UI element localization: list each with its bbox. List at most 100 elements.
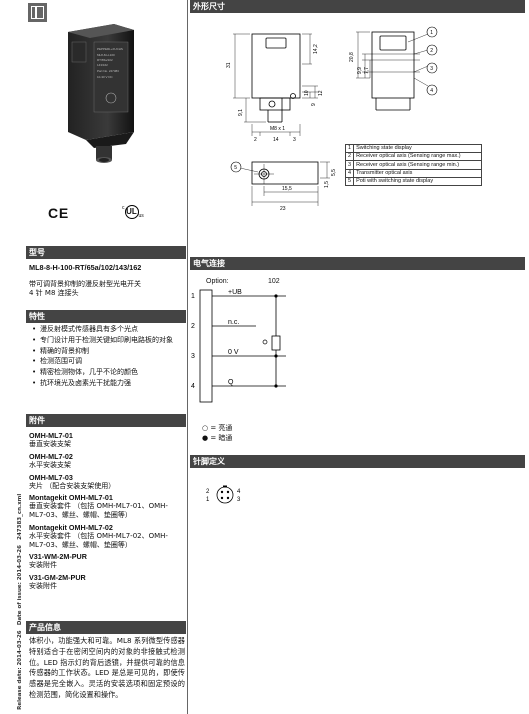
pinout-header: 针脚定义 bbox=[190, 455, 525, 468]
legend-number: 5 bbox=[344, 176, 355, 186]
features-header: 特性 bbox=[26, 310, 186, 323]
pin-3-number: 3 bbox=[191, 353, 195, 360]
dim-1-5: 1,5 bbox=[324, 181, 330, 188]
accessory-description: 夹片 （配合安装支架使用） bbox=[29, 481, 116, 490]
svg-text:RT/65a/102: RT/65a/102 bbox=[97, 58, 113, 62]
option-label: Option: bbox=[206, 278, 229, 285]
dim-9-9: 9,9 bbox=[357, 67, 363, 74]
pin-4-number: 4 bbox=[191, 383, 195, 390]
pinout-pin-1: 1 bbox=[206, 497, 210, 503]
accessory-description: 安装附件 bbox=[29, 561, 57, 570]
dim-7-7: 7,7 bbox=[364, 67, 370, 74]
model-number: ML8-8-H-100-RT/65a/102/143/162 bbox=[29, 263, 142, 272]
ce-mark: C E bbox=[48, 205, 68, 221]
dim-9: 9 bbox=[311, 103, 317, 106]
model-header: 型号 bbox=[26, 246, 186, 259]
accessories-header: 附件 bbox=[26, 414, 186, 427]
file-name: 247383_cn.xml bbox=[17, 493, 24, 540]
product-photo: PEPPERL+FUCHS ML8-8-H-100 RT/65a/102 143… bbox=[68, 24, 134, 163]
right-column: 外形尺寸 bbox=[190, 0, 525, 714]
accessory-description: 安装附件 bbox=[29, 582, 57, 590]
legend-dark-on: ● = 暗通 bbox=[202, 434, 233, 442]
legend-text: Receiver optical axis (Sensing range min… bbox=[353, 160, 483, 170]
feature-item: 精确的背景抑制 bbox=[30, 347, 188, 356]
legend-number: 3 bbox=[344, 160, 355, 170]
features-list: 漫反射模式传感器具有多个光点专门设计用于检测关键如印刷电路板的对象精确的背景抑制… bbox=[30, 325, 188, 390]
legend-number: 2 bbox=[344, 152, 355, 162]
column-divider bbox=[187, 0, 188, 714]
release-date: Release date: 2014-03-26 bbox=[17, 630, 24, 710]
svg-text:143/162: 143/162 bbox=[97, 63, 108, 67]
dimension-drawing: 31 14,2 12 10 9 9,1 M8 x 1 2 14 3 bbox=[226, 26, 438, 212]
accessory-code: OMH-ML7-03 bbox=[29, 472, 73, 482]
dim-2: 2 bbox=[254, 137, 257, 143]
dim-3: 3 bbox=[293, 137, 296, 143]
legend-number: 4 bbox=[344, 168, 355, 178]
company-logo bbox=[28, 3, 47, 22]
pinout-pin-4: 4 bbox=[237, 489, 241, 495]
product-info-text: 体积小，功能强大和可靠。ML8 系列微型传感器特别适合于在密闭空间内的对象的非接… bbox=[29, 636, 185, 699]
dim-23: 23 bbox=[280, 206, 286, 212]
accessory-code: OMH-ML7-01 bbox=[29, 431, 73, 440]
svg-text:Part No. 247383: Part No. 247383 bbox=[97, 69, 119, 73]
dimensions-header: 外形尺寸 bbox=[190, 0, 525, 13]
pin-1-label: +UB bbox=[228, 289, 242, 296]
accessory-description: 水平安装支架 bbox=[29, 460, 71, 469]
accessory-code: V31-GM-2M-PUR bbox=[29, 573, 86, 582]
dim-14-2: 14,2 bbox=[313, 44, 319, 54]
feature-item: 漫反射模式传感器具有多个光点 bbox=[30, 325, 188, 334]
legend-text: Switching state display bbox=[353, 143, 483, 154]
issue-date: Date of issue: 2014-03-26 bbox=[17, 545, 24, 626]
dim-15-5: 15,5 bbox=[282, 186, 292, 192]
accessory-code: Montagekit OMH-ML7-02 bbox=[29, 522, 113, 532]
accessory-description: 水平安装套件 （包括 OMH-ML7-02、OMH-ML7-03、螺丝、螺帽、垫… bbox=[29, 531, 168, 549]
callout-5: 5 bbox=[234, 165, 237, 171]
pin-1-number: 1 bbox=[191, 293, 195, 300]
pin-2-label: n.c. bbox=[228, 319, 239, 326]
legend-number: 1 bbox=[344, 143, 355, 154]
pin-4-label: Q bbox=[228, 379, 234, 386]
pinout-pin-3: 3 bbox=[237, 497, 241, 503]
svg-text:ML8-8-H-100: ML8-8-H-100 bbox=[97, 53, 115, 57]
callout-1: 1 bbox=[430, 30, 433, 36]
callout-4: 4 bbox=[430, 88, 433, 94]
feature-item: 精密检测物体，几乎不论的颜色 bbox=[30, 368, 188, 377]
product-info-header: 产品信息 bbox=[26, 621, 186, 634]
feature-item: 抗环境光及卤素光干扰能力强 bbox=[30, 379, 188, 388]
left-column: PEPPERL+FUCHS ML8-8-H-100 RT/65a/102 143… bbox=[26, 0, 186, 714]
electrical-header: 电气连接 bbox=[190, 257, 525, 270]
callout-3: 3 bbox=[430, 66, 433, 72]
svg-text:10-30 V DC: 10-30 V DC bbox=[97, 75, 114, 79]
feature-item: 专门设计用于检测关键如印刷电路板的对象 bbox=[30, 336, 188, 345]
accessory-description: 垂直安装支架 bbox=[29, 440, 71, 448]
dim-31: 31 bbox=[226, 62, 232, 68]
accessory-code: V31-WM-2M-PUR bbox=[29, 552, 87, 562]
dim-5-5: 5,5 bbox=[331, 169, 337, 176]
legend-text: Poti with switching state display bbox=[353, 176, 483, 186]
legend-light-on: ○ = 亮通 bbox=[202, 424, 233, 432]
callout-2: 2 bbox=[430, 48, 433, 54]
pin-3-label: 0 V bbox=[228, 349, 239, 356]
pinout-pin-2: 2 bbox=[206, 489, 210, 495]
accessory-code: OMH-ML7-02 bbox=[29, 451, 73, 461]
dim-14: 14 bbox=[273, 137, 279, 143]
feature-item: 检测范围可调 bbox=[30, 357, 188, 366]
dim-9-1: 9,1 bbox=[238, 109, 244, 116]
dim-12: 12 bbox=[318, 90, 324, 96]
pin-2-number: 2 bbox=[191, 323, 195, 330]
wiring-diagram: 1 2 3 4 +UB n.c. 0 V Q bbox=[191, 289, 286, 403]
dim-20-8: 20,8 bbox=[349, 52, 355, 62]
pinout-diagram: 2 1 4 3 bbox=[206, 485, 241, 504]
model-description: 带可调背景抑制的漫反射型光电开关 4 针 M8 连接头 bbox=[29, 280, 141, 297]
accessory-description: 垂直安装套件 （包括 OMH-ML7-01、OMH-ML7-03、螺丝、螺帽、垫… bbox=[29, 502, 168, 519]
release-info: Release date: 2014-03-26 Date of issue: … bbox=[14, 470, 24, 710]
dim-m8: M8 x 1 bbox=[270, 126, 285, 132]
option-value: 102 bbox=[268, 278, 280, 285]
